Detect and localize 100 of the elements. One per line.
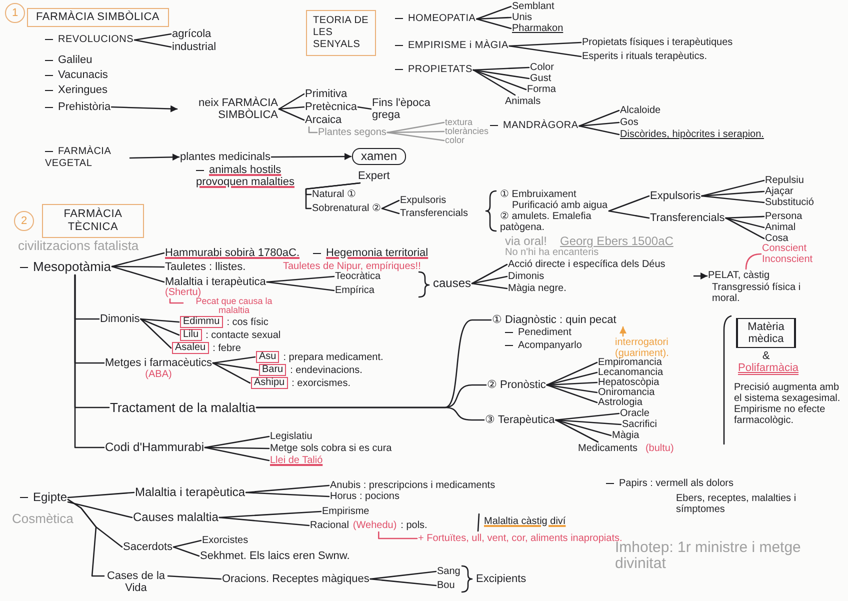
term-box: Ashipu <box>251 377 288 389</box>
note-text: Sacrifici <box>622 419 658 430</box>
connector-line <box>472 66 530 71</box>
connector-line <box>305 182 361 210</box>
connector-line <box>169 298 184 304</box>
connector-line <box>140 318 172 349</box>
title-box: FARMÀCIA TÈCNICA <box>42 204 144 238</box>
connector-line <box>381 200 400 210</box>
note-text: Tauletes de Nipur, empíriques!! <box>283 261 421 272</box>
arrow <box>110 105 178 112</box>
connector-line <box>266 276 335 283</box>
connector-line <box>546 372 598 386</box>
connector-line <box>546 382 598 386</box>
note-text: Purificació amb aigua <box>511 200 608 211</box>
connector-line <box>67 501 133 518</box>
note-text: Horus : pocions <box>330 491 400 502</box>
connector-line <box>218 516 310 526</box>
term-box: Edimmu <box>180 316 223 328</box>
note-text: Medicaments <box>578 443 638 454</box>
note-text: Gos <box>620 117 638 128</box>
connector-line <box>745 253 762 270</box>
connector-line <box>472 69 527 90</box>
connector-line <box>308 126 318 134</box>
note-text: Oniromancia <box>598 387 655 398</box>
note-text: causes <box>433 277 472 290</box>
note-text: Acció directe i específica dels Déus <box>508 259 666 270</box>
note-text: agrícola <box>172 28 212 40</box>
note-text: Màgia <box>612 430 640 441</box>
connector-line <box>212 356 256 364</box>
note-text: Conscient <box>762 243 808 254</box>
connector-line <box>167 575 222 580</box>
note-text: Pretècnica <box>305 101 357 113</box>
connector-line <box>140 318 180 323</box>
note-text: Sobrenatural ② <box>312 203 382 214</box>
note-text: : febre <box>212 342 241 354</box>
note-text: plantes medicinals <box>180 151 270 163</box>
note-text: : prepara medicament. <box>283 352 384 362</box>
note-text: Malaltia i terapèutica <box>165 276 266 288</box>
connector-line <box>134 39 172 48</box>
note-text: Arcaica <box>305 114 342 126</box>
connector-line <box>472 69 530 80</box>
connector-line <box>111 252 165 268</box>
note-text: Empirisme <box>322 506 370 517</box>
connector-line <box>476 6 512 20</box>
title-box: FARMÀCIA SIMBÒLICA <box>27 8 169 27</box>
note-text: Transferencials <box>400 208 468 219</box>
note-text: (Shertu) <box>165 287 202 298</box>
connector-line <box>370 570 437 580</box>
connector-line <box>508 45 582 58</box>
note-text: Excipients <box>476 573 526 585</box>
note-text: Cosmètica <box>12 512 74 526</box>
term-box: Baru <box>259 364 286 376</box>
connector-line <box>725 216 765 219</box>
note-text: Acompanyarlo <box>505 340 582 351</box>
connector-line <box>172 540 202 548</box>
note-text: neix FARMÀCIA SIMBÒLICA <box>178 97 278 121</box>
note-text: Mesopotàmia <box>20 259 112 274</box>
connector-line <box>578 122 620 127</box>
term-box: Lilu <box>180 329 202 341</box>
connector-line <box>546 362 598 386</box>
note-text: via oral! <box>505 235 548 247</box>
note-text: EMPIRISME i MÀGIA <box>395 40 508 52</box>
title-box: TEORIA DE LES SENYALS <box>306 10 376 56</box>
note-text: Racional <box>310 520 349 531</box>
note-text: Cosa <box>765 233 788 244</box>
connector-line <box>204 446 270 450</box>
note-text: Malaltia càstig diví <box>484 516 566 527</box>
connector-line <box>471 282 508 290</box>
note-text: Unis <box>512 12 532 23</box>
connector-line <box>471 264 508 284</box>
note-text: Cases de la Vida <box>105 570 167 594</box>
note-text: animals hostils provoquen malalties <box>196 164 326 188</box>
note-text: Forma <box>527 84 556 95</box>
connector-line <box>608 210 650 219</box>
note-text: : cos físic <box>226 316 268 328</box>
connector-line <box>204 436 270 448</box>
connector-line <box>256 406 485 421</box>
note-text: color <box>445 136 465 145</box>
note-text: Expert <box>358 170 390 182</box>
connector-line <box>555 419 599 443</box>
note-text: Gust <box>530 73 552 84</box>
arrow <box>620 326 626 337</box>
note-text: Teocràtica <box>335 271 381 282</box>
note-text: Animal <box>765 222 796 233</box>
note-text: Astrologia <box>598 397 642 408</box>
note-text: Bou <box>437 580 455 591</box>
connector-line <box>378 531 418 540</box>
note-text: toleràncies <box>445 127 489 136</box>
connector-line <box>546 384 598 394</box>
connector-line <box>204 446 270 462</box>
note-text: Plantes segons <box>318 127 386 138</box>
connector-line <box>266 281 335 292</box>
note-text: Alcaloide <box>620 105 661 116</box>
connector-line <box>134 33 172 41</box>
connector-line <box>555 412 620 421</box>
connector-line <box>245 484 330 494</box>
note-text: : exorcismes. <box>292 378 350 388</box>
note-text: Fins l'època grega <box>372 97 444 121</box>
note-text: (Wehedu) <box>352 520 397 531</box>
connector-line <box>111 266 165 283</box>
